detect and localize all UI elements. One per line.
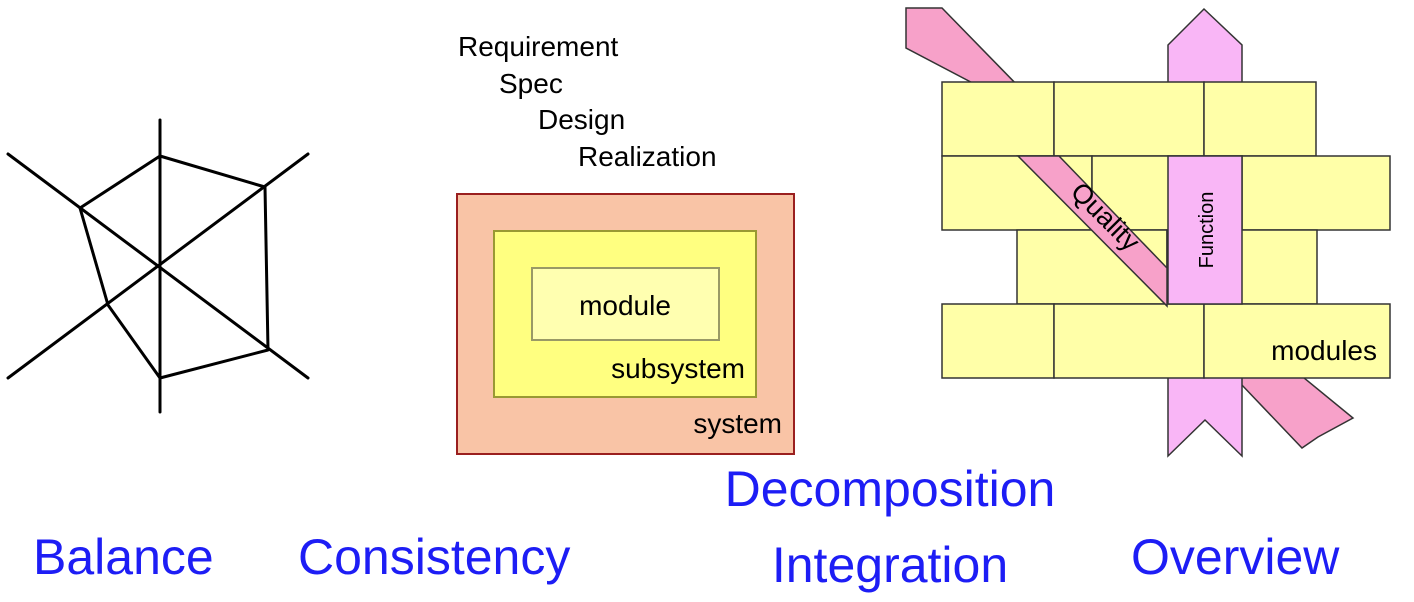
consistency-diagram: Requirement Spec Design Realization modu… <box>456 31 795 455</box>
modules-label: modules <box>1271 335 1377 366</box>
brick <box>1203 81 1317 157</box>
brick <box>941 81 1055 157</box>
brick <box>941 303 1055 379</box>
quality-ribbon-top <box>905 7 1024 91</box>
caption-overview: Overview <box>1131 529 1340 585</box>
subsystem-label: subsystem <box>611 353 745 384</box>
level-design: Design <box>538 104 625 135</box>
quality-ribbon-front <box>1016 155 1168 308</box>
system-label: system <box>693 408 782 439</box>
function-ribbon-front <box>1167 155 1243 305</box>
caption-decomposition: Decomposition <box>724 461 1056 517</box>
level-requirement: Requirement <box>458 31 619 62</box>
overview-wall-diagram: Quality Function modules <box>905 7 1391 458</box>
function-ribbon-top <box>1167 7 1243 91</box>
caption-consistency: Consistency <box>298 529 571 585</box>
level-realization: Realization <box>578 141 717 172</box>
balance-radar-diagram <box>6 118 310 414</box>
caption-integration: Integration <box>771 537 1009 593</box>
radar-value-polygon <box>78 154 270 380</box>
brick <box>1203 303 1391 379</box>
function-ribbon-bottom <box>1167 369 1243 458</box>
function-ribbon-label: Function <box>1196 192 1218 269</box>
level-spec: Spec <box>499 68 563 99</box>
module-box <box>531 267 720 341</box>
radar-axis-diagonal-2 <box>6 152 310 380</box>
module-label: module <box>579 290 671 321</box>
brick <box>1241 155 1391 231</box>
caption-balance: Balance <box>33 529 214 585</box>
brick <box>1053 81 1205 157</box>
brick-wall <box>941 81 1391 379</box>
brick <box>1053 303 1205 379</box>
